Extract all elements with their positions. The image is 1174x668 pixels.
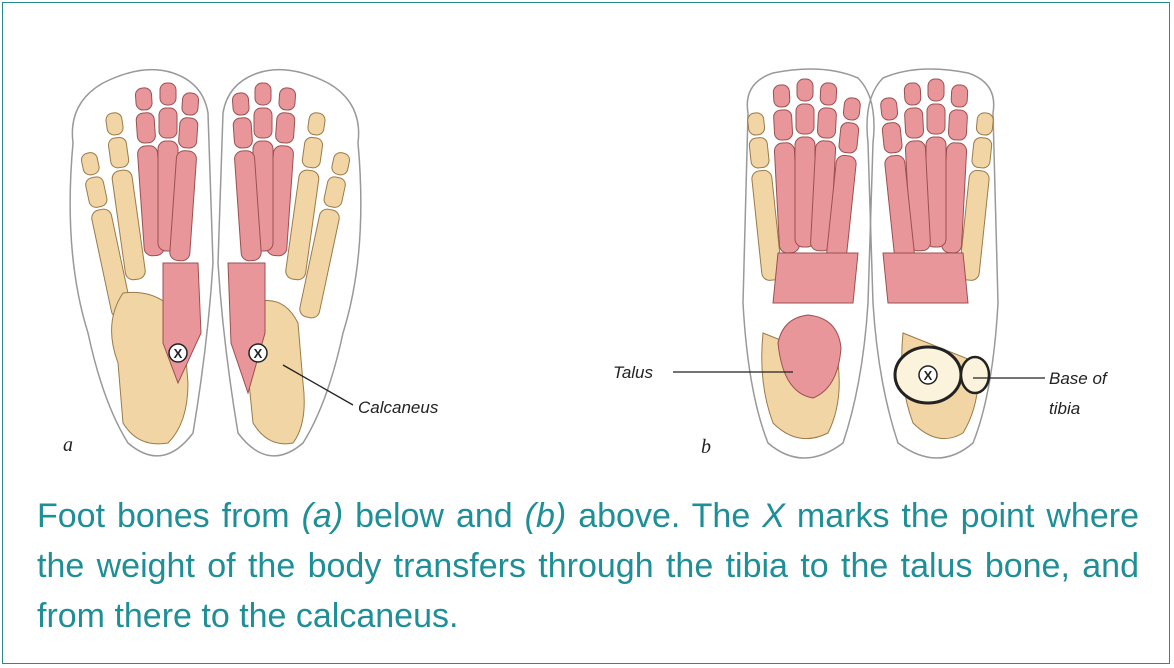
foot-bones-illustration: X X Calcaneus a: [3, 3, 1171, 473]
fibula-cross-section: [961, 357, 989, 393]
svg-text:X: X: [254, 346, 263, 361]
calcaneus-label: Calcaneus: [358, 398, 439, 417]
svg-text:X: X: [174, 346, 183, 361]
talus-label: Talus: [613, 363, 654, 382]
base-of-tibia-label-line1: Base of: [1049, 369, 1109, 388]
foot-b-left: [743, 69, 874, 458]
caption-ref-x: X: [762, 497, 785, 535]
svg-text:X: X: [924, 368, 933, 383]
foot-b-right: X: [867, 69, 998, 458]
figure-caption: Foot bones from (a) below and (b) above.…: [37, 491, 1139, 641]
caption-text-2: below and: [343, 497, 525, 535]
base-of-tibia-label-line2: tibia: [1049, 399, 1080, 418]
caption-text-1: Foot bones from: [37, 497, 302, 535]
foot-a-left: X: [70, 70, 213, 456]
panel-b-label: b: [701, 436, 711, 458]
caption-ref-a: (a): [302, 497, 344, 535]
panel-a-label: a: [63, 434, 73, 456]
caption-ref-b: (b): [525, 497, 567, 535]
caption-text-3: above. The: [566, 497, 762, 535]
